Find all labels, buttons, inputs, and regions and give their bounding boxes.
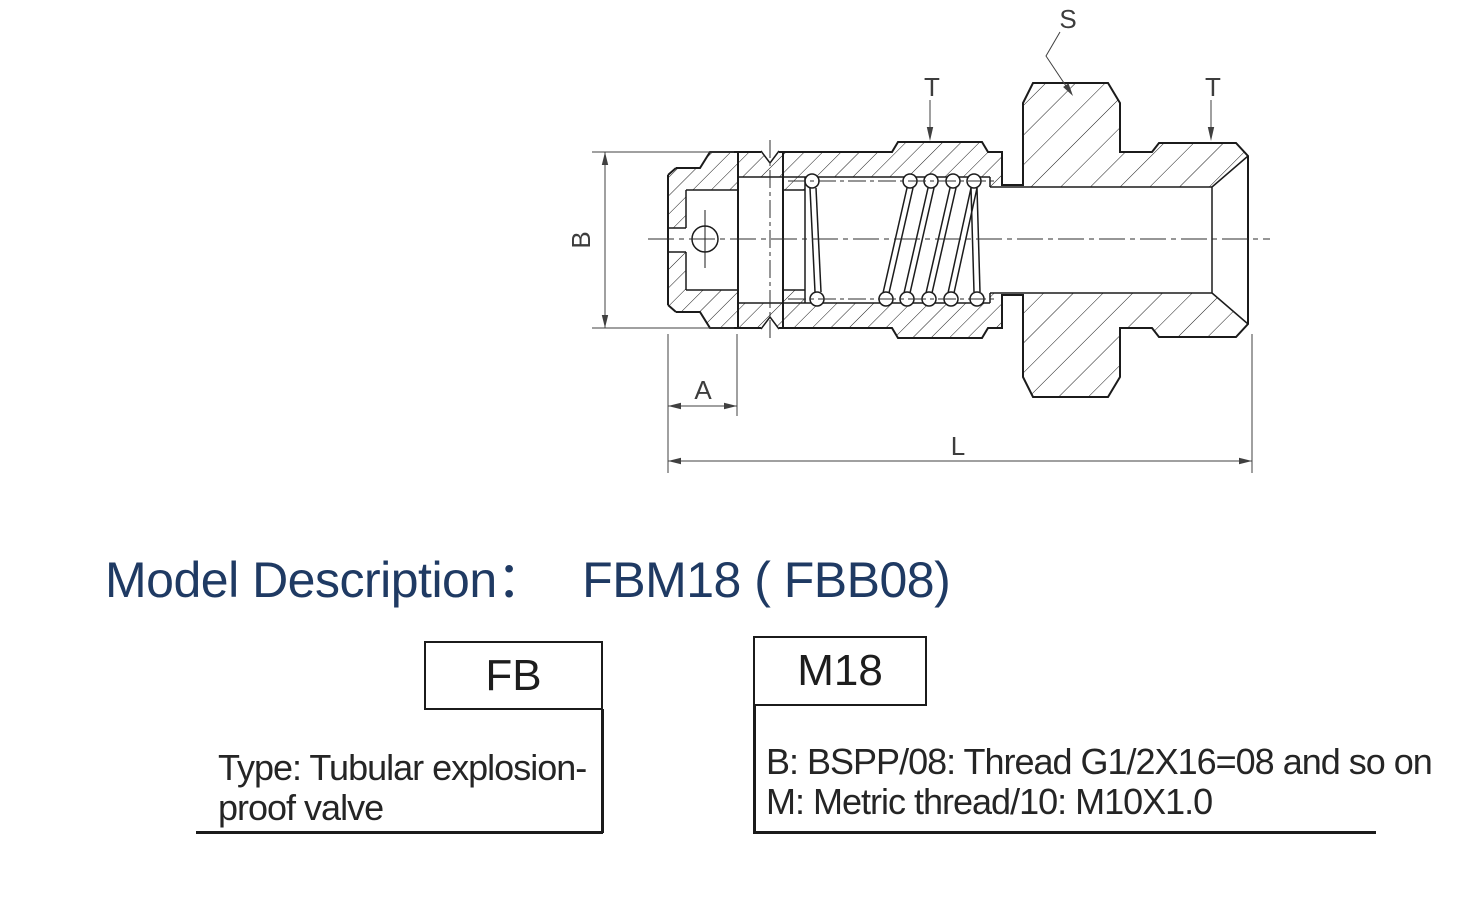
m18-description-line2: M: Metric thread/10: M10X1.0: [766, 781, 1213, 822]
model-description-label: Model Description：: [105, 552, 547, 608]
code-m18: M18: [797, 646, 883, 695]
model-description-heading: Model Description： FBM18 ( FBB08): [105, 551, 951, 609]
callout-s: S: [1045, 4, 1077, 96]
valve-section-drawing: B A L T T: [566, 4, 1270, 473]
hex-s-label: S: [1059, 4, 1076, 34]
code-fb: FB: [485, 650, 542, 700]
model-description-value: FBM18 ( FBB08): [582, 552, 951, 608]
fb-description-line2: proof valve: [218, 787, 384, 828]
bore-lines: [738, 155, 1249, 325]
callout-t-left: T: [924, 72, 940, 141]
thread-t-right-label: T: [1205, 72, 1221, 102]
callout-t-right: T: [1205, 72, 1221, 141]
dimension-a: A: [667, 334, 738, 473]
dimension-b: B: [566, 151, 734, 329]
code-box-fb: FB: [424, 641, 603, 710]
body-outline: [783, 82, 1249, 398]
fb-underline: [196, 831, 603, 834]
dimension-l: L: [668, 334, 1253, 473]
flange-outline: [737, 151, 784, 329]
section-hatching: [668, 83, 1248, 397]
m18-description-line1: B: BSPP/08: Thread G1/2X16=08 and so on: [766, 741, 1433, 782]
dim-l-label: L: [951, 431, 965, 461]
m18-description: B: BSPP/08: Thread G1/2X16=08 and so on …: [766, 741, 1433, 822]
fb-description: Type: Tubular explosion- proof valve: [218, 747, 587, 828]
m18-connector-line: [753, 705, 756, 833]
fb-description-line1: Type: Tubular explosion-: [218, 747, 587, 788]
m18-underline: [753, 831, 1376, 834]
code-box-m18: M18: [753, 636, 927, 706]
spring: [804, 173, 985, 307]
seat-ring: [783, 177, 806, 303]
dim-b-label: B: [566, 231, 596, 248]
fb-connector-line: [601, 709, 604, 833]
centerlines: [648, 140, 1270, 342]
thread-t-left-label: T: [924, 72, 940, 102]
dim-a-label: A: [694, 375, 712, 405]
